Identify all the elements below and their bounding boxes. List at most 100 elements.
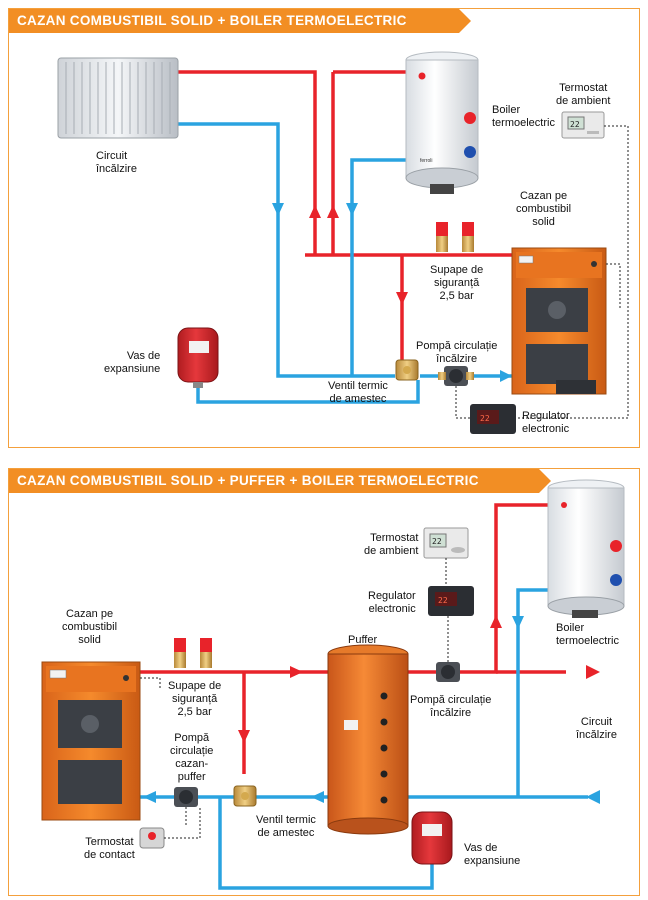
arrow-left-blue bbox=[143, 791, 156, 803]
arrow-right-red bbox=[290, 666, 303, 678]
panel-title: CAZAN COMBUSTIBIL SOLID + PUFFER + BOILE… bbox=[9, 469, 551, 493]
radiator-1 bbox=[57, 57, 179, 139]
label-electric-boiler: Boiler termoelectric bbox=[492, 104, 555, 130]
thermostat-display: 22 bbox=[432, 537, 442, 546]
panel2-pipes bbox=[140, 503, 588, 890]
panel2-flow-arrows bbox=[143, 615, 600, 804]
arrow-up-red bbox=[490, 615, 502, 628]
label-line: Ventil termic bbox=[256, 814, 316, 826]
label-line: de ambient bbox=[364, 545, 419, 557]
label-circulation-pump: Pompă circulație încălzire bbox=[416, 340, 497, 366]
label-solid-fuel-boiler: Cazan pe combustibil solid bbox=[516, 190, 571, 229]
label-line: electronic bbox=[368, 603, 416, 615]
label-contact-thermostat: Termostat de contact bbox=[84, 836, 135, 862]
label-solid-fuel-boiler: Cazan pe combustibil solid bbox=[62, 608, 117, 647]
label-electronic-regulator: Regulator electronic bbox=[522, 410, 570, 436]
circulation-pump-2 bbox=[436, 662, 460, 682]
brand-label: ferroli bbox=[420, 158, 433, 164]
solid-fuel-boiler-2 bbox=[41, 661, 141, 821]
label-line: Supape de bbox=[168, 680, 222, 692]
arrow-up-red bbox=[327, 205, 339, 218]
label-line: Ventil termic bbox=[328, 380, 388, 392]
label-safety-valves: Supape de siguranță 2,5 bar bbox=[430, 264, 483, 303]
label-line: Boiler bbox=[492, 104, 521, 116]
label-line: Vas de bbox=[126, 350, 161, 362]
label-line: Regulator bbox=[522, 410, 570, 422]
electric-boiler-2 bbox=[547, 479, 625, 618]
label-line: Pompă circulație bbox=[410, 694, 492, 706]
label-mixing-valve: Ventil termic de amestec bbox=[256, 814, 316, 840]
label-line: puffer bbox=[177, 771, 206, 783]
thermostat-display: 22 bbox=[570, 120, 580, 129]
label-line: Cazan pe bbox=[519, 190, 568, 202]
expansion-vessel-1 bbox=[177, 327, 219, 388]
label-line: Cazan pe bbox=[65, 608, 114, 620]
label-line: electronic bbox=[522, 423, 570, 435]
regulator-display: 22 bbox=[480, 414, 490, 423]
label-line: combustibil bbox=[62, 621, 118, 633]
label-boiler-puffer-pump: Pompă circulație cazan- puffer bbox=[170, 732, 213, 784]
arrow-left-blue bbox=[311, 791, 324, 803]
arrow-down-blue bbox=[346, 203, 358, 216]
label-line: Pompă circulație bbox=[416, 340, 498, 352]
label-line: Vas de bbox=[464, 842, 498, 854]
label-line: Boiler bbox=[556, 622, 585, 634]
label-line: combustibil bbox=[516, 203, 572, 215]
label-line: Termostat bbox=[85, 836, 134, 848]
puffer-tank bbox=[327, 644, 409, 835]
label-heating-circuit: Circuit încălzire bbox=[96, 150, 137, 176]
safety-valves-2 bbox=[174, 638, 212, 668]
label-line: Pompă bbox=[174, 732, 210, 744]
expansion-vessel-2 bbox=[411, 811, 453, 865]
label-line: de contact bbox=[84, 849, 135, 861]
label-line: 2,5 bar bbox=[177, 706, 212, 718]
label-electric-boiler: Boiler termoelectric bbox=[556, 622, 619, 648]
electronic-regulator-2: 22 bbox=[428, 586, 474, 616]
label-safety-valves: Supape de siguranță 2,5 bar bbox=[168, 680, 221, 719]
circulation-pump-1 bbox=[438, 366, 474, 386]
label-room-thermostat: Termostat de ambient bbox=[556, 82, 610, 108]
electronic-regulator-1: 22 bbox=[470, 404, 516, 434]
label-line: de amestec bbox=[329, 393, 387, 405]
label-line: termoelectric bbox=[556, 635, 619, 647]
label-line: expansiune bbox=[104, 363, 161, 375]
label-line: Termostat bbox=[370, 532, 419, 544]
label-expansion-vessel: Vas de expansiune bbox=[104, 350, 160, 376]
label-line: încălzire bbox=[96, 163, 137, 175]
room-thermostat-1: 22 bbox=[561, 111, 605, 139]
contact-thermostat bbox=[139, 827, 165, 849]
label-line: încălzire bbox=[430, 707, 472, 719]
label-line: 2,5 bar bbox=[439, 290, 474, 302]
arrow-down-blue bbox=[272, 203, 284, 216]
electric-boiler-1: ferroli bbox=[405, 51, 479, 194]
mixing-valve-2 bbox=[233, 785, 257, 807]
label-line: expansiune bbox=[464, 855, 521, 867]
mixing-valve-1 bbox=[395, 359, 419, 381]
arrow-up-red bbox=[309, 205, 321, 218]
regulator-display: 22 bbox=[438, 596, 448, 605]
label-line: Termostat bbox=[559, 82, 608, 94]
label-line: Supape de bbox=[430, 264, 484, 276]
label-circulation-pump: Pompă circulație încălzire bbox=[410, 694, 491, 720]
label-line: Circuit bbox=[580, 716, 613, 728]
panel1-flow-arrows bbox=[272, 203, 512, 382]
panel-title: CAZAN COMBUSTIBIL SOLID + BOILER TERMOEL… bbox=[9, 9, 471, 33]
safety-valves-1 bbox=[436, 222, 474, 252]
label-expansion-vessel: Vas de expansiune bbox=[464, 842, 520, 868]
label-electronic-regulator: Regulator electronic bbox=[368, 590, 416, 616]
label-line: termoelectric bbox=[492, 117, 555, 129]
label-line: Regulator bbox=[368, 590, 416, 602]
label-line: solid bbox=[78, 634, 101, 646]
arrow-right-red bbox=[586, 665, 600, 679]
arrow-left-blue bbox=[586, 790, 600, 804]
control-wires-1 bbox=[455, 125, 629, 419]
label-line: încălzire bbox=[436, 353, 478, 365]
control-wires-2 bbox=[140, 558, 449, 839]
label-line: încălzire bbox=[576, 729, 617, 741]
label-line: siguranță bbox=[171, 693, 218, 705]
label-line: circulație bbox=[170, 745, 214, 757]
label-line: solid bbox=[532, 216, 555, 228]
circulation-pump-3 bbox=[174, 787, 198, 807]
label-room-thermostat: Termostat de ambient bbox=[364, 532, 418, 558]
